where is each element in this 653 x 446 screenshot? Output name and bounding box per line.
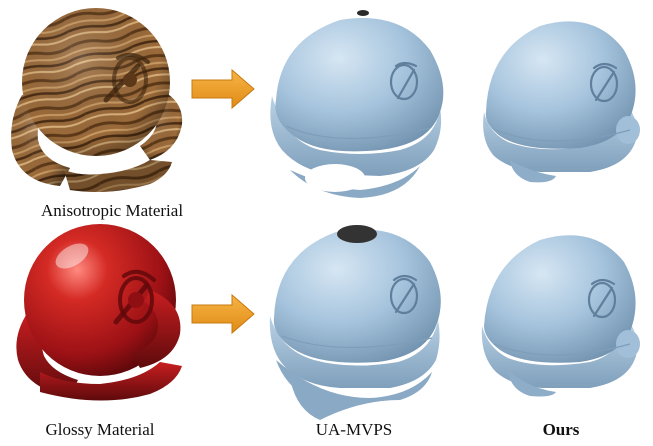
right-arrow-icon bbox=[191, 68, 255, 110]
glossy-material-render bbox=[16, 224, 182, 401]
ua-mvps-reconstruction-glossy bbox=[269, 225, 441, 420]
column-label-ua-mvps: UA-MVPS bbox=[316, 420, 393, 439]
caption-glossy-material: Glossy Material bbox=[45, 420, 154, 439]
ua-mvps-reconstruction-anisotropic bbox=[270, 10, 444, 198]
ours-reconstruction-glossy bbox=[481, 235, 640, 397]
anisotropic-material-render bbox=[11, 8, 183, 192]
column-label-ours: Ours bbox=[543, 420, 580, 439]
ours-reconstruction-anisotropic bbox=[483, 21, 640, 183]
right-arrow-icon bbox=[191, 293, 255, 335]
caption-anisotropic-material: Anisotropic Material bbox=[41, 201, 183, 220]
